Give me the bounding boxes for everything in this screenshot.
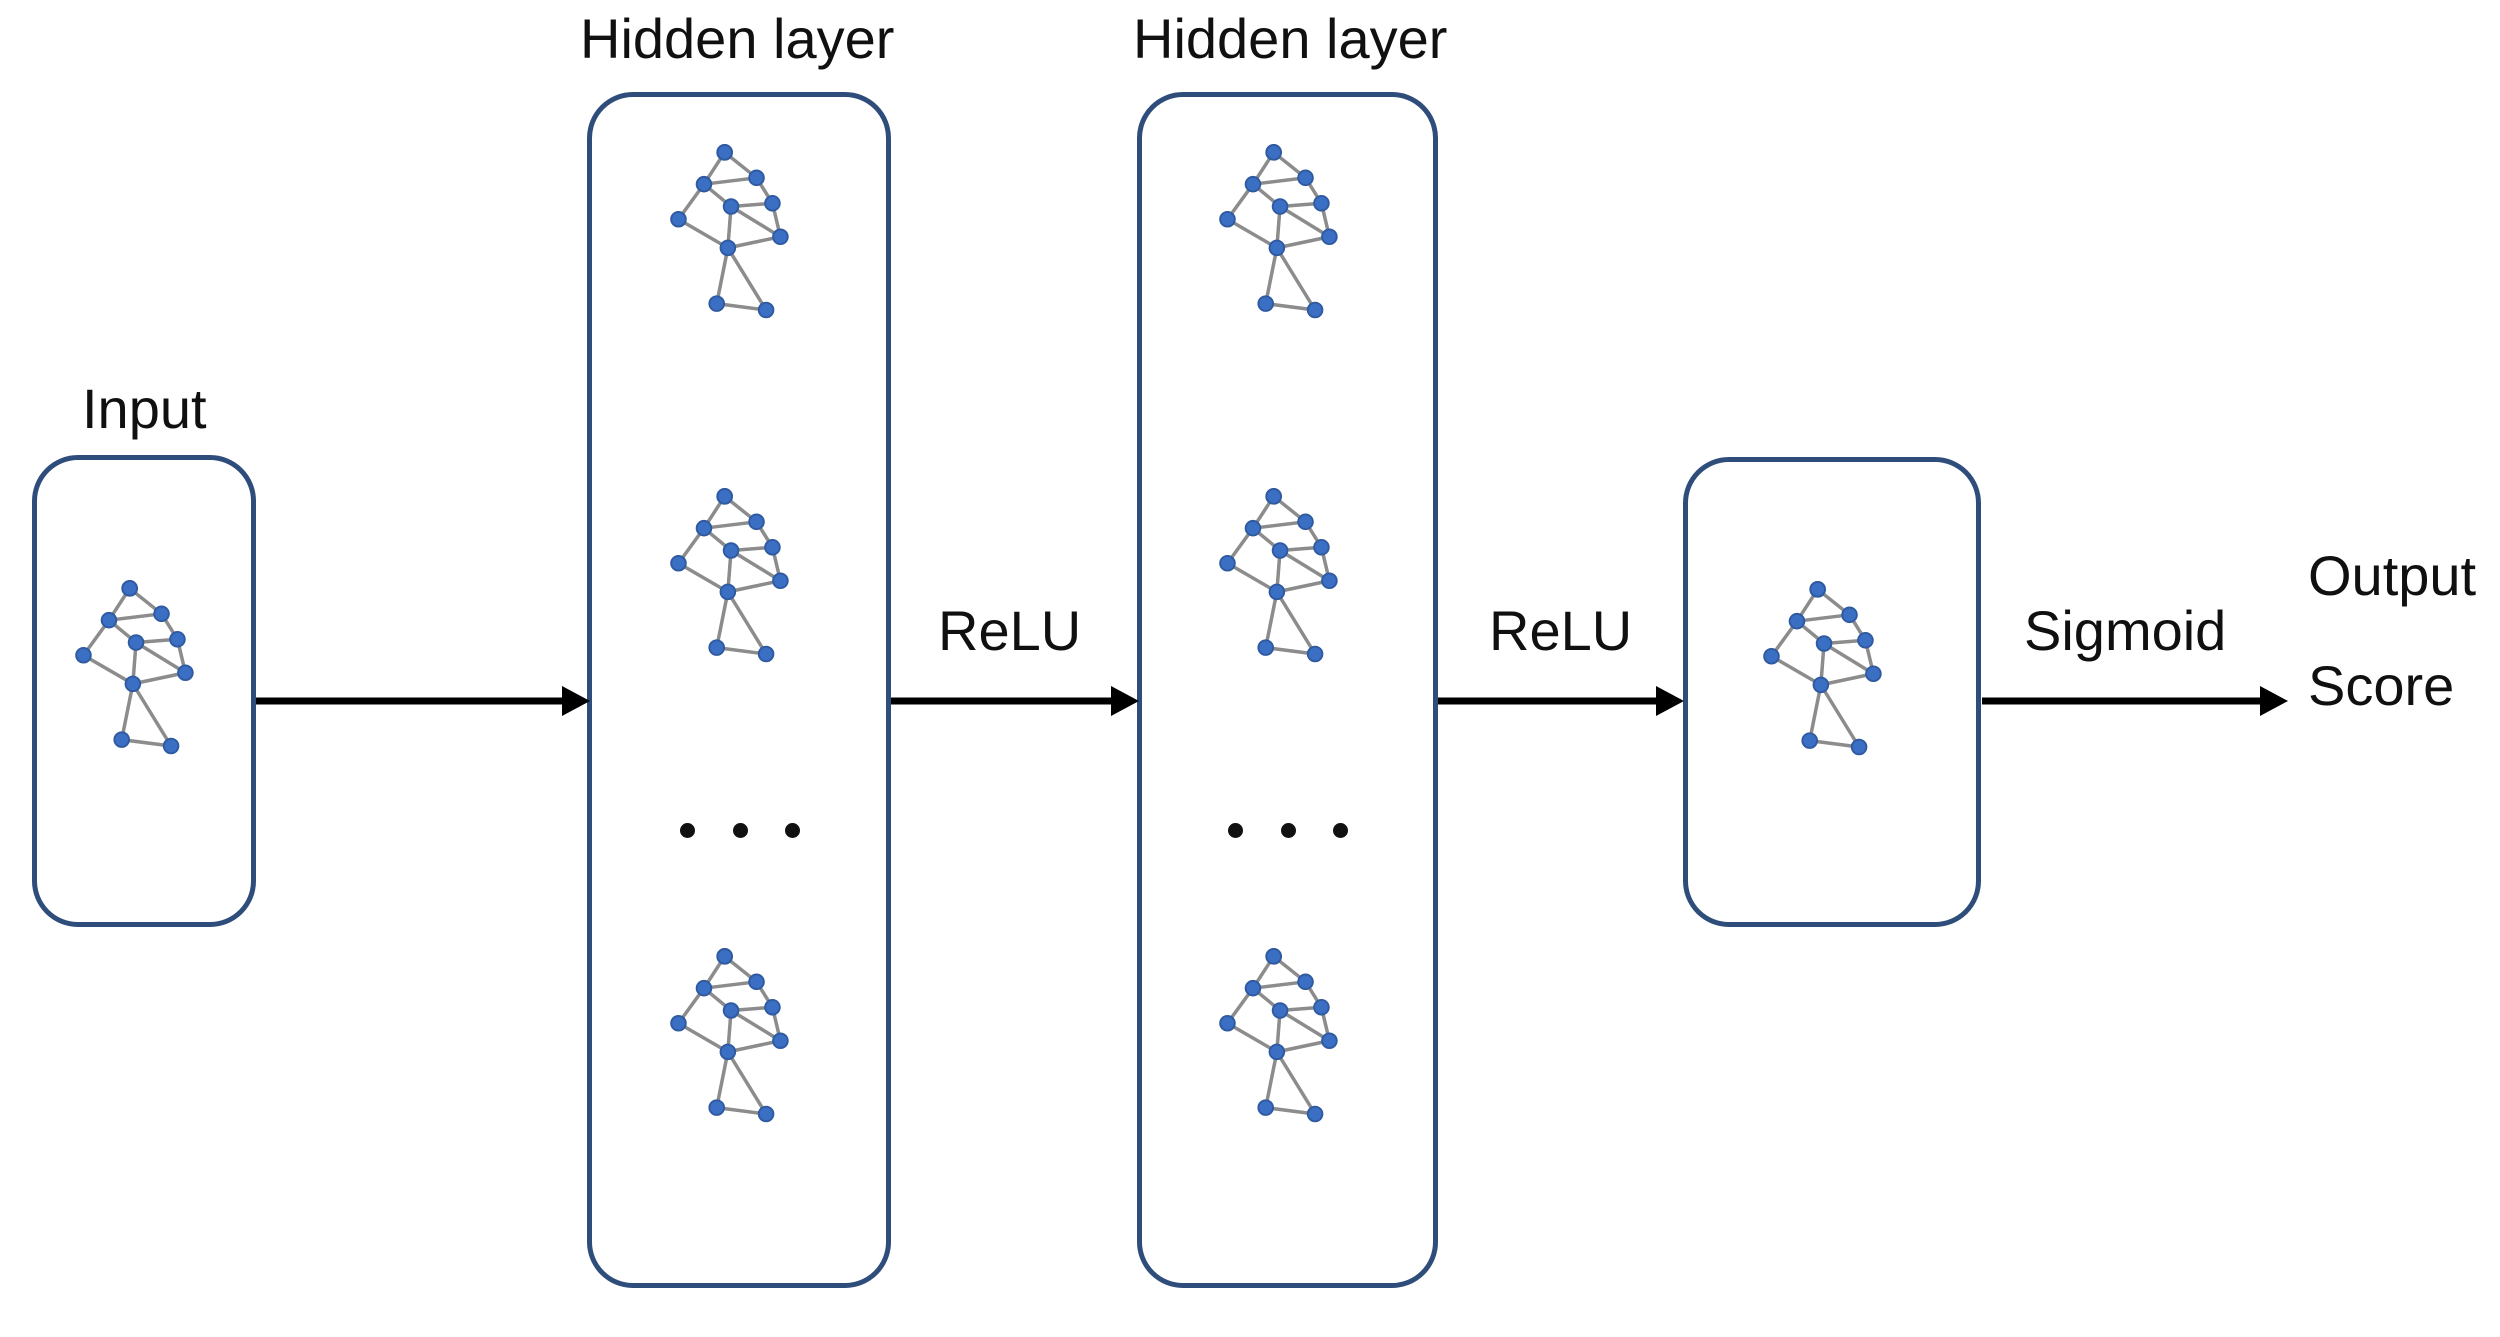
hidden-layer-1-label: Hidden layer xyxy=(580,7,895,70)
output-block xyxy=(1683,457,1981,927)
input-block xyxy=(32,455,256,927)
ellipsis-dot xyxy=(1280,823,1296,838)
relu-activation-label-1: ReLU xyxy=(938,599,1082,662)
hidden-layer-1-block xyxy=(587,92,891,1288)
relu-activation-label-2: ReLU xyxy=(1489,599,1633,662)
hidden-layer-2-ellipsis xyxy=(1228,823,1348,838)
hidden-layer-1-ellipsis xyxy=(680,823,800,838)
arrow-output-to-score xyxy=(1982,686,2288,716)
sigmoid-activation-label: Sigmoid xyxy=(2024,599,2227,662)
ellipsis-dot xyxy=(1333,823,1348,838)
ellipsis-dot xyxy=(1228,823,1243,838)
arrow-hidden-1-to-hidden-2 xyxy=(891,686,1139,716)
ellipsis-dot xyxy=(785,823,800,838)
hidden-layer-2-block xyxy=(1137,92,1438,1288)
output-label-line-2: Score xyxy=(2308,654,2455,717)
output-label-line-1: Output xyxy=(2308,544,2477,607)
input-block-label: Input xyxy=(82,377,207,440)
arrow-hidden-2-to-output xyxy=(1438,686,1684,716)
arrow-input-to-hidden-1 xyxy=(256,686,590,716)
ellipsis-dot xyxy=(732,823,748,838)
hidden-layer-2-label: Hidden layer xyxy=(1133,7,1448,70)
ellipsis-dot xyxy=(680,823,695,838)
